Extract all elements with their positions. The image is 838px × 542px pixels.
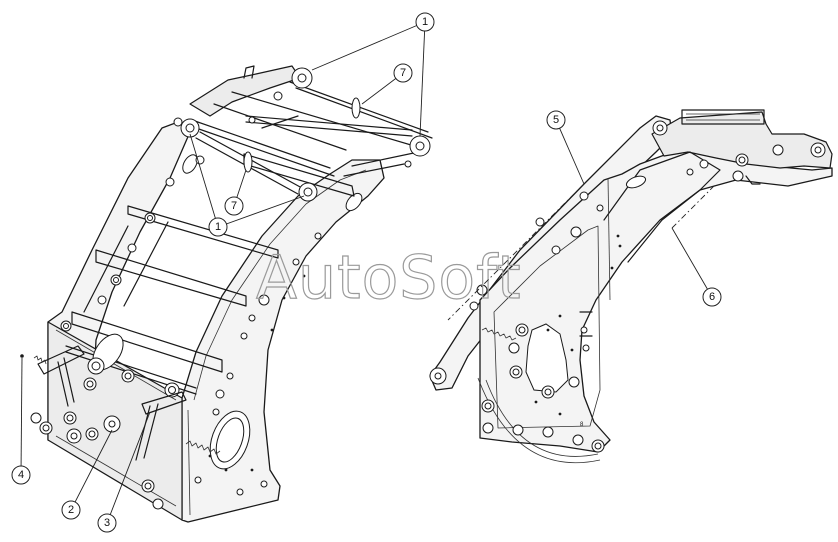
svg-text:7: 7 — [400, 67, 406, 79]
svg-text:6: 6 — [709, 291, 715, 303]
svg-text:1: 1 — [422, 16, 428, 28]
callout-6: 6 — [702, 287, 722, 307]
top-rail — [681, 109, 765, 125]
callout-5: 5 — [546, 110, 566, 130]
svg-text:7: 7 — [231, 200, 237, 212]
washer-7a — [351, 97, 361, 119]
top-shaft-1 — [245, 115, 413, 131]
cross-member-2 — [127, 205, 279, 259]
callout-1-top: 1 — [415, 12, 435, 32]
svg-text:4: 4 — [18, 469, 24, 481]
svg-text:2: 2 — [68, 504, 74, 516]
leader-lines — [20, 21, 717, 524]
callout-2: 2 — [61, 500, 81, 520]
arm-spring — [481, 327, 517, 341]
plate-mark-8: 8 — [580, 422, 584, 428]
washer-7b — [243, 151, 253, 173]
large-cutout — [525, 323, 569, 393]
callout-1-mid: 1 — [208, 217, 228, 237]
callout-7-top: 7 — [393, 63, 413, 83]
svg-text:3: 3 — [104, 517, 110, 529]
right-frame-assembly: 8 — [429, 109, 833, 464]
svg-text:5: 5 — [553, 114, 559, 126]
callout-4: 4 — [11, 465, 31, 485]
cross-member-1 — [95, 249, 247, 307]
callout-7-mid: 7 — [224, 196, 244, 216]
left-frame-assembly — [30, 65, 433, 523]
right-side-plate — [181, 159, 385, 523]
watermark-text: AutoSoft — [256, 243, 522, 313]
svg-text:1: 1 — [215, 221, 221, 233]
callout-3: 3 — [97, 513, 117, 533]
cross-member-3 — [71, 311, 223, 373]
side-plate-main — [479, 145, 833, 453]
